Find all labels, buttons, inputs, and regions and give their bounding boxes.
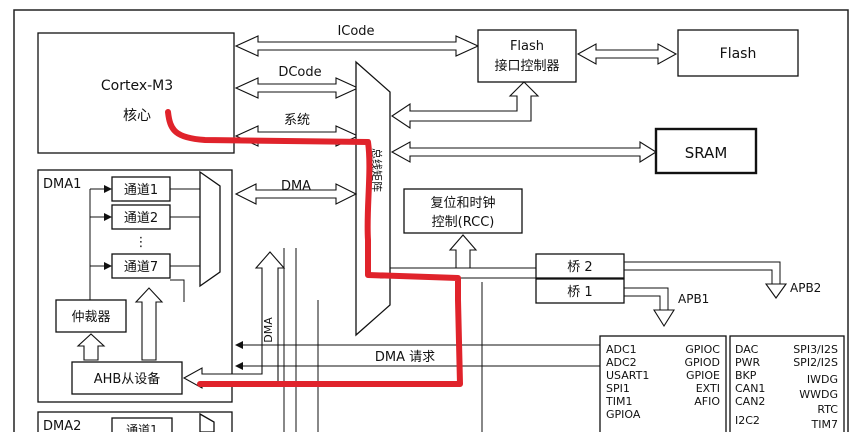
apb2-line-b bbox=[624, 269, 773, 284]
apb2-periph-2: USART1 bbox=[606, 369, 649, 382]
dma1-title: DMA1 bbox=[43, 177, 81, 192]
apb1-right-list: SPI3/I2S SPI2/I2S IWDG WWDG RTC TIM7 bbox=[793, 343, 838, 431]
apb2-label: APB2 bbox=[790, 281, 821, 295]
icode-label: ICode bbox=[337, 24, 374, 39]
ahb-slave-box bbox=[71, 361, 183, 395]
apb1-periph-5: I2C2 bbox=[735, 414, 760, 427]
apb1-periph-4: CAN2 bbox=[735, 395, 765, 408]
channel-ellipsis: ⋮ bbox=[135, 235, 148, 250]
apb1-label: APB1 bbox=[678, 292, 709, 306]
apb2-periph-r4: AFIO bbox=[694, 395, 720, 408]
apb2-line-a bbox=[624, 261, 781, 284]
apb2-periph-0: ADC1 bbox=[606, 343, 637, 356]
apb1-periph-1: PWR bbox=[735, 356, 761, 369]
dma2-channel-1-label: 通道1 bbox=[126, 423, 158, 432]
bridge-2-label: 桥 2 bbox=[567, 260, 592, 275]
apb1-periph-0: DAC bbox=[735, 343, 759, 356]
apb1-line-a bbox=[624, 287, 669, 310]
cortex-m3-box bbox=[37, 32, 235, 154]
dcode-label: DCode bbox=[278, 65, 321, 80]
flash-controller-box bbox=[477, 29, 577, 83]
cortex-label-1: Cortex-M3 bbox=[101, 78, 173, 94]
apb1-peripherals-box bbox=[729, 335, 845, 432]
bridge-1-box bbox=[535, 278, 625, 304]
sram-label: SRAM bbox=[685, 144, 728, 162]
dcode-bus-arrow bbox=[234, 77, 360, 99]
apb1-periph-r4: RTC bbox=[817, 403, 838, 416]
dma-bus-arrow bbox=[234, 183, 358, 205]
apb2-periph-5: GPIOA bbox=[606, 408, 641, 421]
apb2-periph-3: SPI1 bbox=[606, 382, 630, 395]
cortex-label-2: 核心 bbox=[123, 108, 151, 124]
bus-matrix bbox=[355, 60, 391, 337]
flash-link-arrow bbox=[576, 43, 678, 65]
apb2-periph-r1: GPIOD bbox=[684, 356, 720, 369]
rcc-box bbox=[403, 188, 523, 234]
bus-matrix-label: 总线矩阵 bbox=[370, 148, 384, 192]
ahb-slave-label: AHB从设备 bbox=[94, 371, 161, 387]
dma1-channel-2-label: 通道2 bbox=[124, 211, 158, 226]
system-bus-label: 系统 bbox=[284, 113, 310, 128]
apb1-periph-3: CAN1 bbox=[735, 382, 765, 395]
apb2-periph-1: ADC2 bbox=[606, 356, 637, 369]
rcc-label-2: 控制(RCC) bbox=[432, 215, 495, 230]
dma1-channel-7-label: 通道7 bbox=[124, 260, 158, 275]
rcc-label-1: 复位和时钟 bbox=[430, 195, 495, 211]
dma1-channel-1 bbox=[111, 176, 171, 202]
apb2-periph-r0: GPIOC bbox=[685, 343, 720, 356]
apb2-left-list: ADC1 ADC2 USART1 SPI1 TIM1 GPIOA bbox=[605, 343, 649, 421]
dma1-mux bbox=[199, 170, 221, 288]
apb2-right-list: GPIOC GPIOD GPIOE EXTI AFIO bbox=[684, 343, 720, 408]
channel-out-lines bbox=[170, 188, 200, 267]
dma2-mux bbox=[199, 412, 215, 432]
apb2-periph-r2: GPIOE bbox=[686, 369, 720, 382]
ch7-down-line bbox=[170, 279, 185, 302]
dma-request-label: DMA 请求 bbox=[375, 350, 435, 365]
apb1-periph-r1: SPI2/I2S bbox=[793, 356, 838, 369]
flash-label: Flash bbox=[720, 46, 757, 62]
apb2-periph-r3: EXTI bbox=[696, 382, 720, 395]
sram-box bbox=[654, 127, 758, 175]
arbiter-box bbox=[55, 299, 127, 333]
ahb-to-arbiter-arrow bbox=[76, 333, 106, 361]
red-annotation-path bbox=[165, 109, 463, 387]
dma-bus-label: DMA bbox=[281, 179, 311, 194]
apb2-peripherals-box bbox=[599, 335, 727, 432]
flash-ctrl-label-2: 接口控制器 bbox=[494, 58, 559, 74]
apb2-periph-4: TIM1 bbox=[605, 395, 632, 408]
icode-bus-arrow bbox=[234, 35, 480, 57]
dma1-channel-1-label: 通道1 bbox=[124, 183, 158, 198]
rcc-up-arrow bbox=[448, 234, 478, 269]
apb1-periph-r0: SPI3/I2S bbox=[793, 343, 838, 356]
outer-frame bbox=[13, 9, 849, 432]
matrix-to-sram-arrow bbox=[390, 141, 658, 163]
apb1-periph-2: BKP bbox=[735, 369, 757, 382]
dma2-title: DMA2 bbox=[43, 419, 81, 432]
flash-box bbox=[677, 29, 799, 77]
ahb-to-channels-arrow bbox=[134, 287, 164, 361]
bridge-2-box bbox=[535, 253, 625, 279]
bridge-1-label: 桥 1 bbox=[567, 285, 592, 300]
apb2-arrow-head bbox=[764, 283, 788, 299]
dma2-channel-1 bbox=[111, 417, 173, 432]
apb1-left-list: DAC PWR BKP CAN1 CAN2 I2C2 bbox=[735, 343, 765, 427]
apb1-line-b bbox=[624, 295, 661, 310]
flash-ctrl-label-1: Flash bbox=[510, 39, 544, 54]
vertical-dma-label: DMA bbox=[262, 317, 275, 343]
apb1-periph-r5: TIM7 bbox=[811, 418, 838, 431]
arbiter-label: 仲裁器 bbox=[71, 309, 110, 325]
apb1-arrow-head bbox=[653, 309, 675, 328]
apb1-periph-r2: IWDG bbox=[807, 373, 838, 386]
matrix-to-flash-arrow bbox=[391, 81, 540, 130]
apb1-periph-r3: WWDG bbox=[799, 388, 838, 401]
